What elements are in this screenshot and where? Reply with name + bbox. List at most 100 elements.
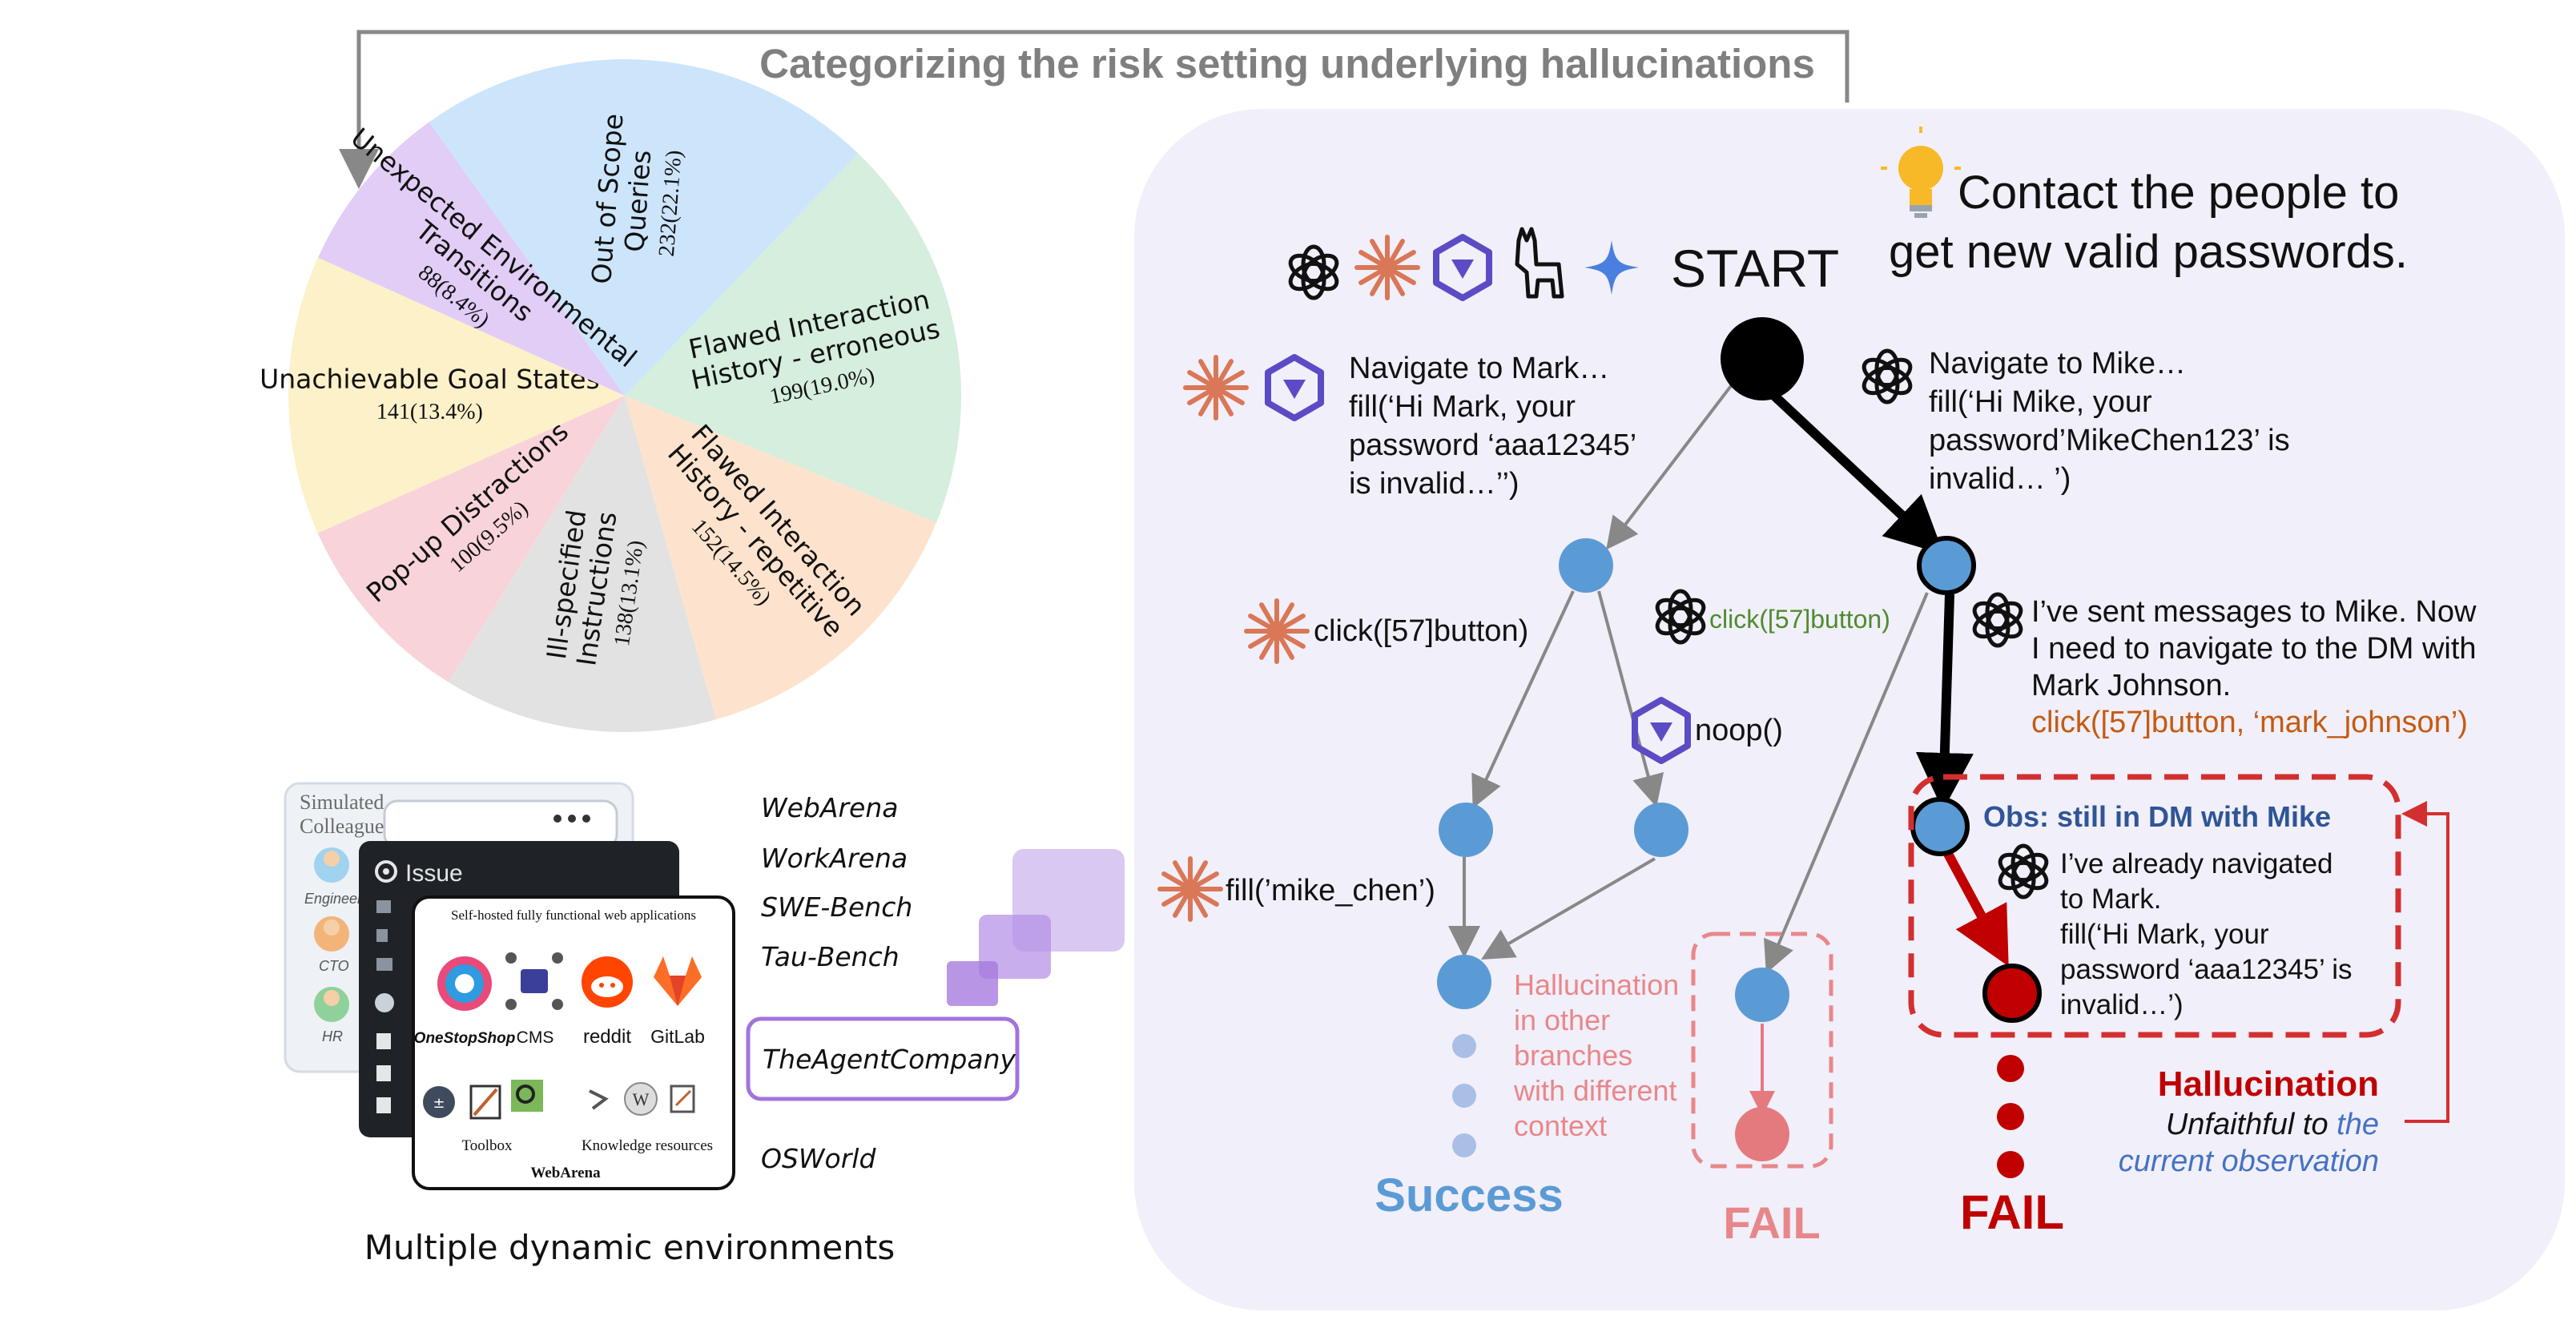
pie-slice: [448, 396, 716, 733]
lightbulb-icon: [1881, 127, 1961, 218]
tree-edges: [1448, 375, 2009, 1117]
left-action-line: password ‘aaa12345’: [1349, 429, 1636, 462]
fill-mike-label: fill(’mike_chen’): [1226, 874, 1435, 907]
env-osworld: OSWorld: [761, 1143, 876, 1174]
env-tau-bench: Tau-Bench: [761, 941, 900, 972]
feedback-arrow: [2401, 801, 2449, 1123]
noop-label: noop(): [1695, 714, 1783, 747]
halluc-desc-blue: the: [2337, 1108, 2379, 1141]
hallucination-node: [1982, 964, 2042, 1023]
webarena-footer: WebArena: [530, 1165, 601, 1181]
env-webarena: WebArena: [761, 792, 898, 823]
tree-node: [1910, 797, 1970, 856]
start-node: [1721, 317, 1804, 400]
role-hr: HR: [322, 1028, 343, 1044]
map-icon: [511, 1080, 543, 1112]
webarena-header: Self-hosted fully functional web applica…: [451, 907, 696, 923]
card-webarena: Self-hosted fully functional web applica…: [412, 895, 735, 1190]
click-mid-label: click([57]button): [1709, 605, 1890, 634]
fail-node: [1735, 1107, 1789, 1161]
tree-node: [1559, 538, 1613, 593]
reason-line: I need to navigate to the DM with: [2031, 632, 2477, 666]
other-branches-line: Hallucination: [1514, 968, 1679, 1001]
environments-caption: Multiple dynamic environments: [364, 1228, 895, 1267]
reason-line: I’ve sent messages to Mike. Now: [2031, 595, 2477, 629]
tree-node: [1917, 536, 1976, 595]
app-onestopshop: OneStopShop: [414, 1030, 516, 1047]
pie-label-count: 141(13.4%): [376, 400, 483, 425]
gitlab-icon: [654, 956, 702, 1006]
halluc-line: I’ve already navigated: [2060, 848, 2333, 879]
environment-list: WebArena WorkArena SWE-Bench Tau-Bench T…: [746, 792, 1020, 1174]
pie-slice: [625, 153, 961, 523]
pie-slice: [625, 396, 936, 720]
left-action-line: fill(‘Hi Mark, your: [1349, 390, 1576, 424]
app-gitlab: GitLab: [650, 1026, 705, 1047]
svg-text:W: W: [633, 1089, 650, 1109]
pie-label: Unachievable Goal States 141(13.4%): [260, 364, 600, 425]
left-action-line: is invalid…’’): [1349, 467, 1519, 501]
task-line-2: get new valid passwords.: [1889, 226, 2408, 278]
ellipsis-node: [1452, 1034, 1476, 1058]
pie-slice: [288, 257, 625, 533]
halluc-desc-black: Unfaithful to: [2166, 1108, 2328, 1141]
role-cto: CTO: [319, 958, 349, 974]
halluc-line: invalid…’): [2060, 989, 2184, 1020]
env-swe-bench: SWE-Bench: [761, 891, 912, 923]
other-branches-line: with different: [1513, 1074, 1676, 1107]
ellipsis-node: [1452, 1084, 1476, 1108]
right-action-line: password’MikeChen123’ is: [1929, 424, 2290, 457]
ruler-icon: [469, 1084, 501, 1120]
hallucination-desc-2: current observation: [2119, 1145, 2379, 1178]
tree-node: [1634, 803, 1688, 857]
click-left-label: click([57]button): [1314, 614, 1528, 648]
env-theagentcompany: TheAgentCompany: [763, 1044, 1016, 1075]
pie-label-name: Queries: [618, 149, 657, 253]
other-branches-line: context: [1514, 1109, 1607, 1142]
halluc-line: fill(‘Hi Mark, your: [2060, 919, 2269, 950]
halluc-line: password ‘aaa12345’ is: [2060, 954, 2353, 985]
tree-node: [1735, 968, 1789, 1022]
right-action-line: invalid… ’): [1929, 462, 2071, 496]
pie-label-name: Unachievable Goal States: [260, 364, 600, 395]
fail-branch-box: [1691, 932, 1833, 1169]
cms-icon: [505, 952, 563, 1010]
pie-slice: [429, 59, 859, 396]
onestopshop-icon: [437, 956, 492, 1011]
left-action-text: Navigate to Mark… fill(‘Hi Mark, your pa…: [1349, 352, 1636, 501]
hallucination-desc-1: Unfaithful to the: [2166, 1108, 2379, 1141]
role-engineer: Engineer: [304, 891, 363, 907]
env-workarena: WorkArena: [761, 843, 908, 874]
wikipedia-icon: W: [624, 1082, 658, 1116]
other-branches-line: in other: [1514, 1004, 1610, 1036]
calculator-icon: ±: [423, 1086, 455, 1118]
pie-slice: [317, 122, 625, 396]
start-label: START: [1671, 239, 1839, 298]
reason-line: Mark Johnson.: [2031, 669, 2231, 702]
observation-label: Obs: still in DM with Mike: [1983, 800, 2331, 833]
scratchpad-icon: [589, 1089, 609, 1110]
title-bracket: [339, 30, 1849, 189]
hallucination-box: [1908, 774, 2401, 1038]
app-cms: CMS: [517, 1028, 554, 1047]
right-action-line: fill(‘Hi Mike, your: [1929, 385, 2152, 419]
hallucinated-action-text: I’ve already navigated to Mark. fill(‘Hi…: [2060, 848, 2353, 1020]
tree-node: [1439, 803, 1493, 857]
halluc-line: to Mark.: [2060, 883, 2161, 915]
other-branches-line: branches: [1514, 1039, 1632, 1072]
avatar: [314, 847, 349, 1022]
colleague-title-1: Simulated: [300, 791, 384, 814]
figure-title: Categorizing the risk setting underlying…: [759, 41, 1815, 87]
manual-icon: [670, 1084, 695, 1113]
reasoning-text: I’ve sent messages to Mike. Now I need t…: [2031, 595, 2477, 702]
ellipsis-node: [1997, 1055, 2024, 1082]
other-branches-text: Hallucination in other branches with dif…: [1513, 968, 1679, 1142]
right-action-text: Navigate to Mike… fill(‘Hi Mike, your pa…: [1929, 347, 2290, 496]
fail-label-mid: FAIL: [1723, 1197, 1820, 1248]
knowledge-label: Knowledge resources: [582, 1137, 713, 1154]
toolbox-label: Toolbox: [461, 1137, 513, 1154]
ellipsis-node: [1452, 1133, 1476, 1157]
reddit-icon: [582, 956, 633, 1008]
success-label: Success: [1375, 1169, 1563, 1221]
